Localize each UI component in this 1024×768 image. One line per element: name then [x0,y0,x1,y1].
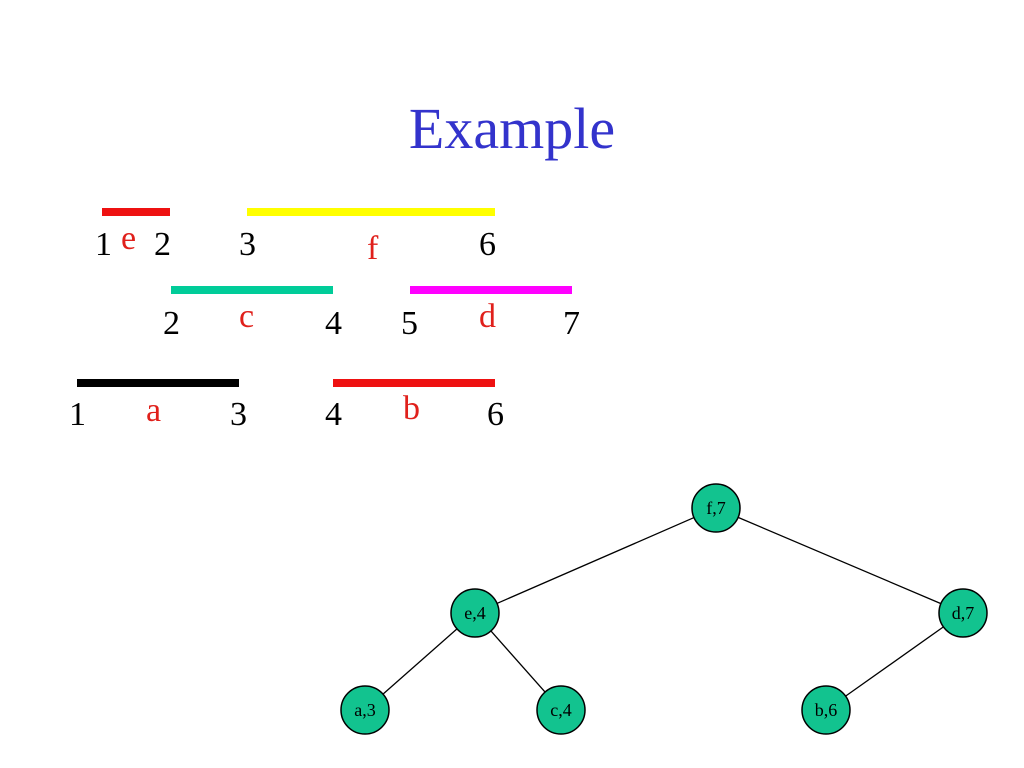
tree-node-label: c,4 [550,700,572,720]
tree-node-label: e,4 [464,603,486,623]
interval-f-end: 6 [479,226,496,263]
tree-node-d7: d,7 [938,588,988,638]
interval-e-start: 1 [95,226,112,263]
interval-c-bar [171,286,333,294]
interval-e-bar [102,208,170,216]
tree-node-c4: c,4 [536,685,586,735]
tree-node-label: f,7 [706,498,726,518]
interval-b-name: b [403,390,420,427]
interval-f-bar [247,208,495,216]
interval-d-start: 5 [401,305,418,342]
tree-node-e4: e,4 [450,588,500,638]
interval-b-end: 6 [487,396,504,433]
tree-node-circle [340,685,390,735]
tree-node-circle [691,483,741,533]
interval-d-end: 7 [563,305,580,342]
interval-e-end: 2 [154,226,171,263]
tree-edge-e4-c4 [490,630,546,693]
tree-node-a3: a,3 [340,685,390,735]
interval-b-bar [333,379,495,387]
interval-a-start: 1 [69,396,86,433]
tree-edge-f7-d7 [737,516,942,605]
interval-c-end: 4 [325,305,342,342]
interval-e-name: e [121,220,137,257]
interval-c-name: c [239,298,255,335]
tree-node-b6: b,6 [801,685,851,735]
interval-a-end: 3 [230,396,247,433]
tree-node-circle [938,588,988,638]
interval-f-name: f [367,230,379,267]
tree-node-circle [801,685,851,735]
interval-d-name: d [479,298,496,335]
interval-c-start: 2 [163,305,180,342]
tree-edge-f7-e4 [496,516,695,605]
slide-title: Example [408,96,616,161]
tree-node-circle [536,685,586,735]
interval-f-start: 3 [239,226,256,263]
tree-edge-e4-a3 [382,628,458,695]
tree-node-f7: f,7 [691,483,741,533]
tree-node-label: b,6 [815,700,838,720]
tree-node-circle [450,588,500,638]
interval-a-bar [77,379,239,387]
tree-node-label: a,3 [354,700,376,720]
interval-b-start: 4 [325,396,342,433]
tree-node-label: d,7 [952,603,975,623]
interval-a-name: a [146,392,162,429]
interval-d-bar [410,286,572,294]
tree-edge-d7-b6 [845,626,944,697]
